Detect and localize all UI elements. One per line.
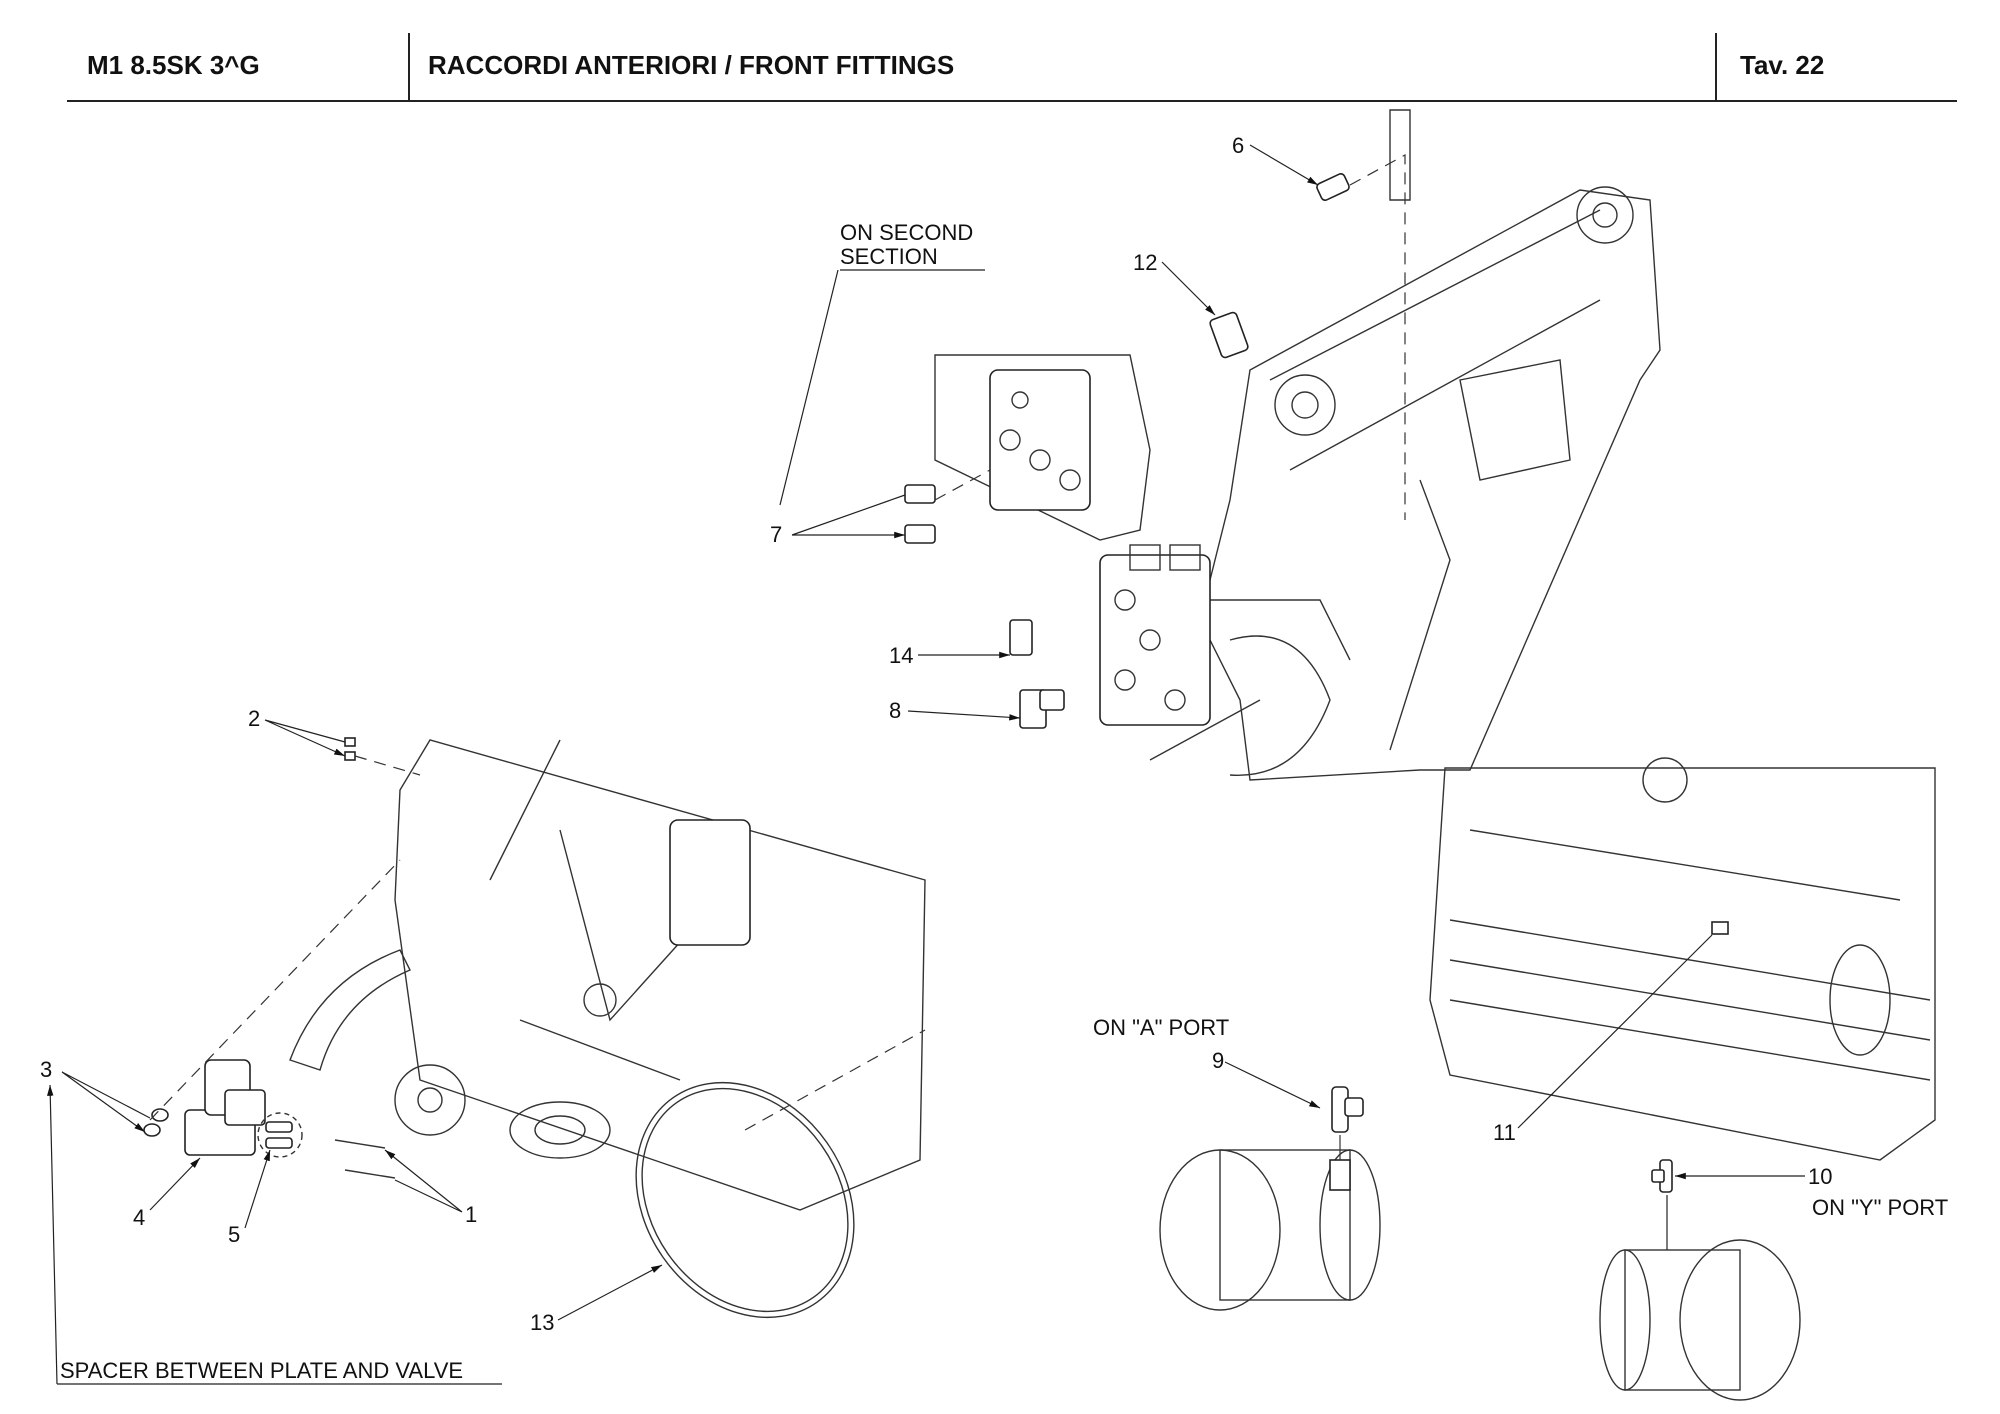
valve-bank-lower — [1099, 544, 1211, 726]
drive-motor-a — [1159, 1149, 1381, 1311]
valve-bank-upper — [934, 354, 1151, 541]
fitting-12 — [1209, 311, 1249, 359]
callout-4: 4 — [133, 1205, 145, 1230]
callout-13: 13 — [530, 1310, 554, 1335]
callout-3: 3 — [40, 1057, 52, 1082]
fitting-9 — [1331, 1086, 1364, 1133]
model-code: M1 8.5SK 3^G — [87, 50, 260, 80]
callout-5: 5 — [228, 1222, 240, 1247]
cross-member-assembly — [1429, 757, 1936, 1161]
fitting-10 — [1651, 1159, 1673, 1193]
callout-6: 6 — [1232, 133, 1244, 158]
nuts-2 — [344, 737, 356, 761]
callout-2: 2 — [248, 706, 260, 731]
fitting-14 — [1009, 619, 1033, 656]
fitting-8 — [1019, 689, 1065, 729]
bolts-1 — [334, 1139, 396, 1179]
callout-7: 7 — [770, 522, 782, 547]
callout-8: 8 — [889, 698, 901, 723]
callout-10: 10 — [1808, 1164, 1832, 1189]
note-a-port: ON "A" PORT — [1093, 1015, 1229, 1040]
clamp-band-13 — [635, 1081, 855, 1319]
note-y-port: ON "Y" PORT — [1812, 1195, 1948, 1220]
page-title: RACCORDI ANTERIORI / FRONT FITTINGS — [428, 50, 955, 80]
callout-12: 12 — [1133, 250, 1157, 275]
fitting-6 — [1316, 173, 1350, 201]
callout-9: 9 — [1212, 1048, 1224, 1073]
table-number: Tav. 22 — [1740, 50, 1825, 80]
fittings-5 — [257, 1112, 303, 1158]
front-frame-assembly — [1149, 109, 1661, 781]
solenoid-valve-4 — [143, 1059, 266, 1156]
front-chassis-assembly — [289, 739, 926, 1211]
header-divider — [1715, 33, 1717, 101]
fitting-7 — [904, 484, 936, 544]
callout-11: 11 — [1493, 1120, 1516, 1145]
header-divider — [408, 33, 410, 101]
callout-14: 14 — [889, 643, 913, 668]
callout-1: 1 — [465, 1202, 477, 1227]
header-rule — [67, 100, 1957, 102]
note-spacer: SPACER BETWEEN PLATE AND VALVE — [60, 1358, 463, 1383]
drive-motor-y — [1599, 1239, 1801, 1401]
